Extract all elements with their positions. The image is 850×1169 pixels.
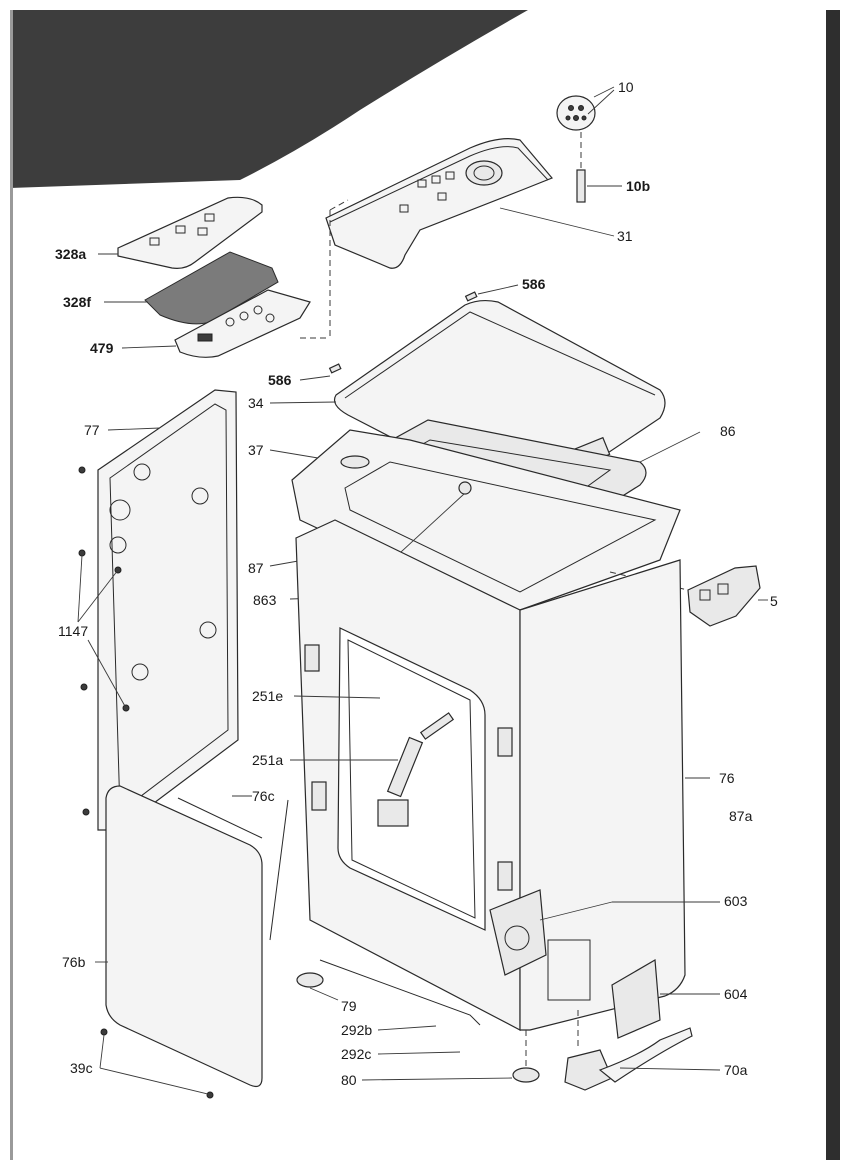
part-586-clips [299,284,519,381]
label-863: 863 [253,592,277,608]
part-31-control-panel [325,138,615,338]
scan-edge-left [10,10,13,1160]
label-586-top: 586 [522,276,546,292]
part-70a-drain-pump [564,1010,721,1091]
part-10-knob [556,86,615,131]
label-34: 34 [248,395,264,411]
label-251a: 251a [252,752,283,768]
part-76c-strips [177,795,289,941]
label-328a: 328a [55,246,86,262]
part-80-foot [361,1030,540,1083]
label-328f: 328f [63,294,91,310]
part-328f-sheet [104,251,279,325]
label-603: 603 [724,893,748,909]
label-76: 76 [719,770,735,786]
label-87a: 87a [729,808,753,824]
label-292c: 292c [341,1046,371,1062]
label-31: 31 [617,228,633,244]
part-79-foot [296,972,339,1001]
label-604: 604 [724,986,748,1002]
label-79: 79 [341,998,357,1014]
part-39c-screws [99,1028,214,1099]
label-86: 86 [720,423,736,439]
label-87: 87 [248,560,264,576]
part-328a-panel [98,196,263,269]
label-76b: 76b [62,954,86,970]
label-39c: 39c [70,1060,93,1076]
leader-10 [587,89,615,115]
label-251e: 251e [252,688,283,704]
part-76b-front-panel [95,785,263,1088]
label-5: 5 [770,593,778,609]
part-292-brackets [319,959,481,1055]
label-80: 80 [341,1072,357,1088]
part-603-pump-housing [489,889,720,976]
scan-shadow-corner [10,10,528,188]
label-77: 77 [84,422,100,438]
part-251a-damper [290,736,424,827]
label-37: 37 [248,442,264,458]
part-479-board [121,289,328,358]
label-10: 10 [618,79,634,95]
part-10b-shaft [576,132,622,203]
label-10b: 10b [626,178,650,194]
part-1147-screws [77,466,130,816]
label-70a: 70a [724,1062,748,1078]
scan-shadow-right [826,10,840,1160]
label-1147: 1147 [58,623,88,639]
part-251e-bolt [293,695,455,740]
label-76c: 76c [252,788,275,804]
label-292b: 292b [341,1022,372,1038]
part-604-filter-door [547,939,720,1039]
part-77-back-panel [97,389,239,831]
label-479: 479 [90,340,114,356]
label-586-left: 586 [268,372,292,388]
